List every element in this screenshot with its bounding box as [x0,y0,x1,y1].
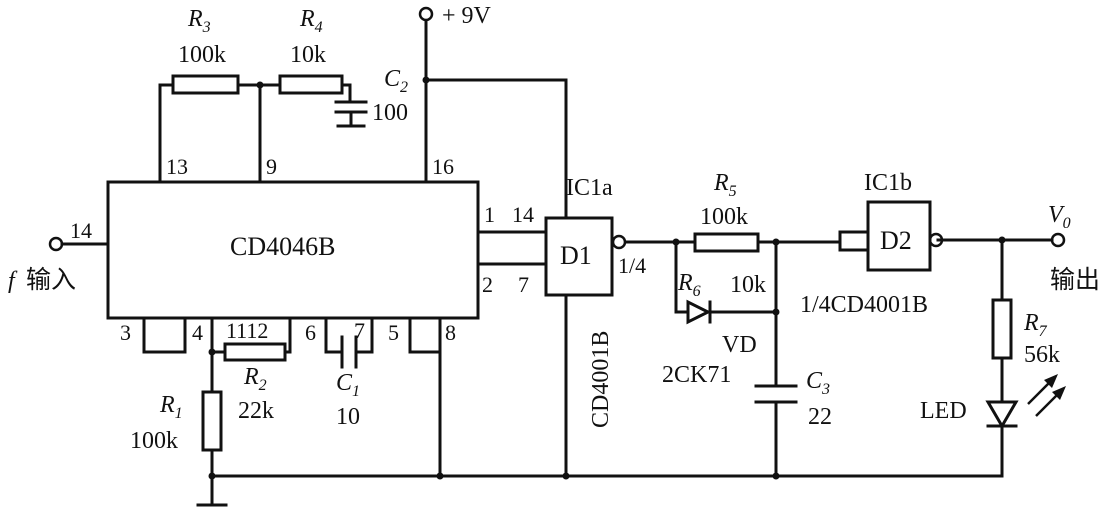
r6-value: 10k [730,272,766,298]
r4-value: 10k [290,42,326,68]
r1-resistor [201,390,223,452]
r5-symbol: R5 [713,170,737,200]
pin-14: 14 [70,218,92,243]
gate-b-name: IC1b [864,170,912,196]
vd-label: VD [722,332,757,358]
pin-3: 3 [120,320,131,345]
r1-value: 100k [130,428,178,454]
gate-a-inner: D1 [560,241,592,270]
gate-b-bubble [928,232,944,248]
pin-2: 2 [482,272,493,297]
input-terminal [48,236,64,252]
vd-part: 2CK71 [662,362,731,388]
r4-resistor [278,74,344,95]
led-diode [985,400,1019,429]
pin-9: 9 [266,154,277,179]
cd4046b-label: CD4046B [230,232,335,261]
c2-symbol: C2 [384,66,408,96]
r6-symbol: R6 [677,270,701,300]
pin-1: 1 [484,202,495,227]
r2-resistor [223,342,287,362]
cd4046b-chip [106,180,480,320]
pin-11-12: 1112 [226,318,268,343]
gate-b-input-block [838,230,870,252]
r3-resistor [171,74,240,95]
r7-value: 56k [1024,342,1060,368]
c1-capacitor [340,335,358,369]
gate-a-body [544,216,614,297]
gate-a-pin-out: 1/4 [618,253,646,278]
gate-b-inner: D2 [880,226,912,255]
output-symbol: V0 [1048,202,1071,232]
input-label: 输入 [26,265,76,294]
pin-8: 8 [445,320,456,345]
c2-value: 100 [372,100,408,126]
pin-13: 13 [166,154,188,179]
gate-a-part: CD4001B [588,331,614,428]
c1-symbol: C1 [336,370,360,400]
vd-diode [686,299,712,325]
gate-a-pin-7: 7 [518,272,529,297]
pin-7: 7 [354,318,365,343]
gate-a-name: IC1a [566,175,613,201]
supply-terminal [418,6,434,22]
junctions [208,76,1006,480]
gate-a-pin-14: 14 [512,202,534,227]
output-label: 输出 [1050,265,1100,294]
r3-symbol: R3 [187,6,211,36]
r1-symbol: R1 [159,392,183,422]
r3-value: 100k [178,42,226,68]
r7-resistor [991,298,1013,360]
supply-label: + 9V [442,3,492,29]
gate-b-part: 1/4CD4001B [800,292,928,318]
r5-resistor [693,232,760,253]
r7-symbol: R7 [1023,310,1048,340]
c3-symbol: C3 [806,368,830,398]
pin-4: 4 [192,320,203,345]
c3-capacitor [754,384,798,404]
led-light-arrows [1027,374,1066,417]
output-terminal [1050,232,1066,248]
r2-value: 22k [238,398,274,424]
r4-symbol: R4 [299,6,323,36]
pin-6: 6 [305,320,316,345]
r2-symbol: R2 [243,364,267,394]
c1-value: 10 [336,404,360,430]
r5-value: 100k [700,204,748,230]
gate-b-body [866,200,932,272]
c3-value: 22 [808,404,832,430]
input-prefix: f [8,268,18,294]
gate-a-bubble [611,234,627,250]
c2-capacitor [334,100,368,128]
pin-16: 16 [432,154,454,179]
pin-5: 5 [388,320,399,345]
led-label: LED [920,398,967,424]
